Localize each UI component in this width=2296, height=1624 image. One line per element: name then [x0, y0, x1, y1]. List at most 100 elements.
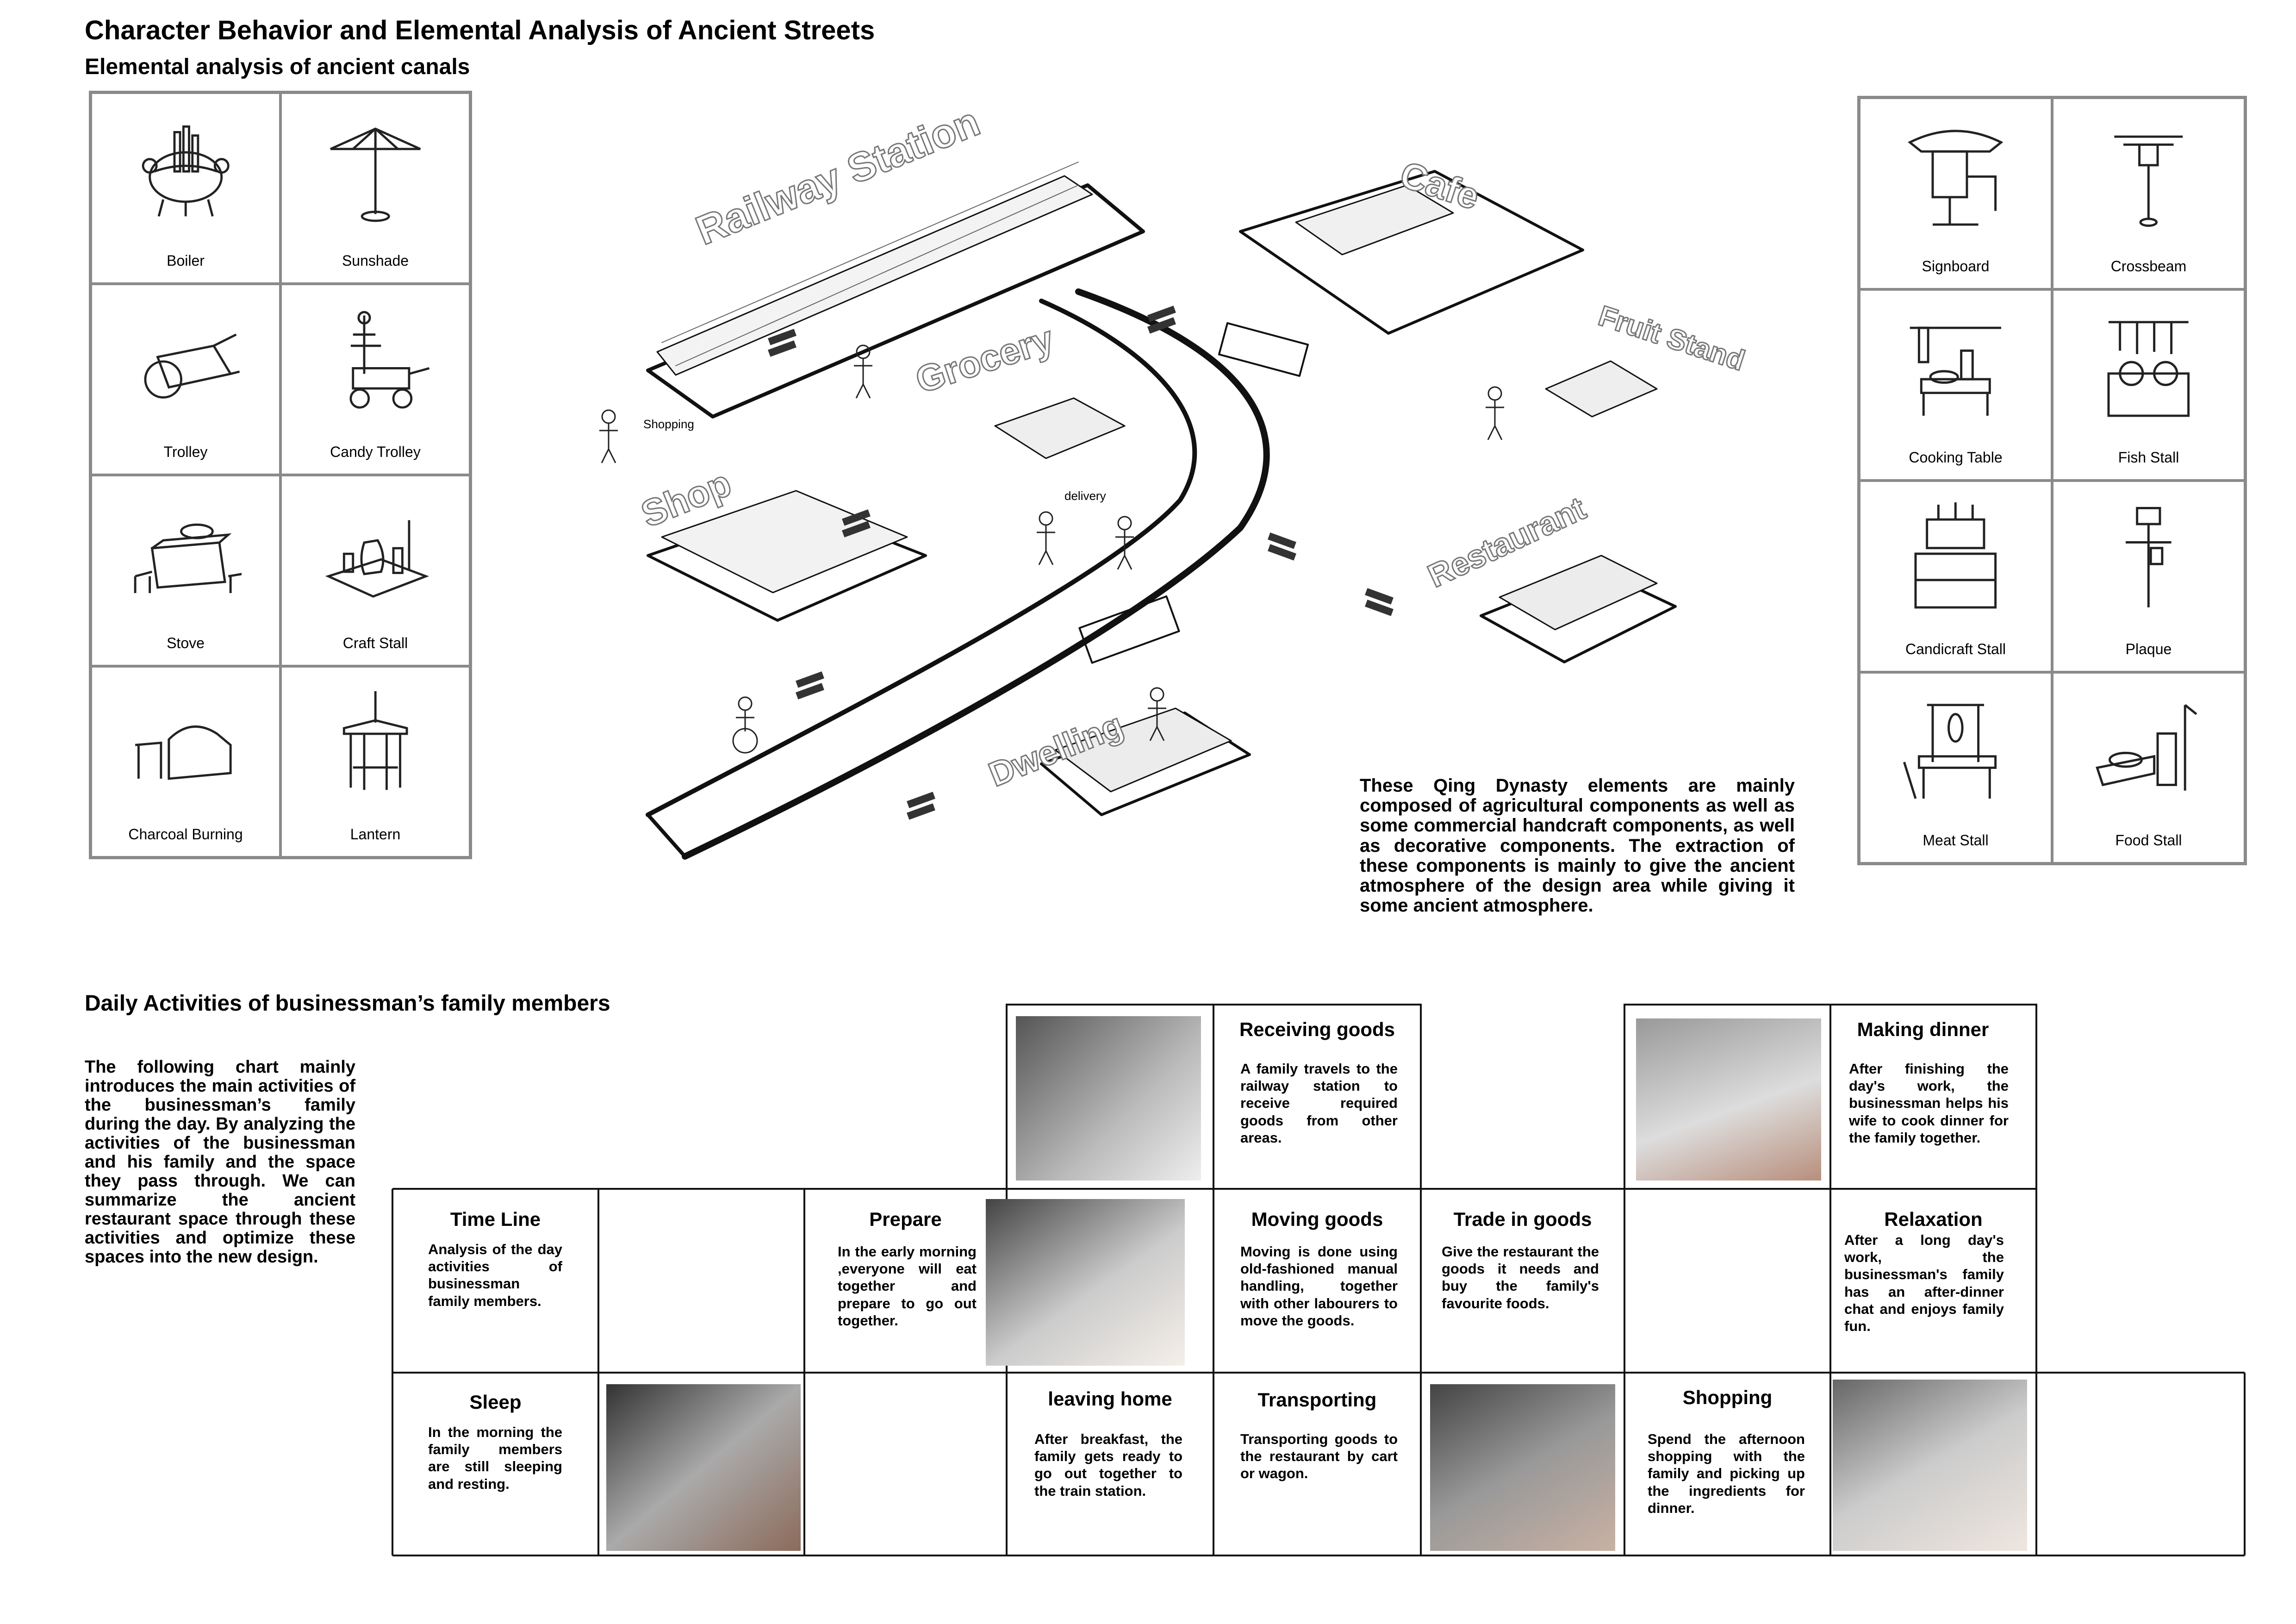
- activity-title-sleep: Sleep: [469, 1391, 522, 1413]
- page-title: Character Behavior and Elemental Analysi…: [85, 15, 875, 45]
- crosswalks: [768, 306, 1394, 820]
- candy-trolley-icon: [349, 311, 429, 409]
- element-cell-food-stall: Food Stall: [2052, 672, 2245, 863]
- element-label: Meat Stall: [1923, 832, 1989, 849]
- street-axonometric-map: Railway Station Cafe Fruit Stand Grocery…: [599, 98, 1749, 860]
- element-label: Cooking Table: [1909, 449, 2003, 466]
- element-label: Lantern: [350, 826, 401, 843]
- shop-building: [661, 490, 908, 593]
- element-label: Fish Stall: [2118, 449, 2179, 466]
- activity-body-moving: Moving is done using old-fashioned manua…: [1240, 1243, 1398, 1329]
- activity-body-shopping: Spend the afternoon shopping with the fa…: [1648, 1431, 1805, 1516]
- element-label: Signboard: [1922, 257, 1990, 275]
- activity-title-moving: Moving goods: [1251, 1208, 1383, 1230]
- lantern-icon: [342, 691, 408, 790]
- activity-title-shopping: Shopping: [1682, 1387, 1773, 1408]
- road-edge: [682, 288, 1270, 860]
- boiler-icon: [142, 125, 230, 217]
- activity-body-sleep: In the morning the family members are st…: [428, 1424, 562, 1492]
- activity-image-sleep: [606, 1384, 801, 1551]
- element-cell-candy-trolley: Candy Trolley: [280, 284, 470, 475]
- activity-title-timeline: Time Line: [450, 1208, 541, 1230]
- left-element-grid: Boiler Sunshade Trolley Candy Trolley St…: [89, 91, 472, 859]
- element-label: Crossbeam: [2110, 257, 2187, 275]
- fruit-stand-building: [1545, 360, 1658, 418]
- activity-title-transporting: Transporting: [1257, 1389, 1377, 1411]
- element-cell-stove: Stove: [91, 475, 280, 666]
- activity-title-relax: Relaxation: [1884, 1208, 1983, 1230]
- activity-image-moving: [986, 1199, 1185, 1366]
- element-cell-fish-stall: Fish Stall: [2052, 289, 2245, 481]
- element-cell-sunshade: Sunshade: [280, 93, 470, 284]
- activity-title-receiving: Receiving goods: [1239, 1018, 1395, 1040]
- activity-body-trade: Give the restaurant the goods it needs a…: [1442, 1243, 1599, 1312]
- cooking-table-icon: [1910, 326, 2002, 416]
- people: [599, 344, 1504, 754]
- element-cell-craft-stall: Craft Stall: [280, 475, 470, 666]
- map-note-shopping: Shopping: [643, 417, 694, 431]
- qing-elements-description: These Qing Dynasty elements are mainly c…: [1360, 775, 1795, 916]
- crossbeam-icon: [2114, 135, 2183, 227]
- daily-activities-title: Daily Activities of businessman’s family…: [85, 991, 610, 1016]
- element-label: Boiler: [167, 252, 205, 269]
- element-cell-cooking-table: Cooking Table: [1859, 289, 2052, 481]
- activity-body-prepare: In the early morning ,everyone will eat …: [838, 1243, 977, 1329]
- stove-icon: [134, 523, 242, 593]
- activity-body-relax: After a long day's work, the businessman…: [1844, 1232, 2004, 1334]
- activity-image-dinner: [1636, 1018, 1821, 1181]
- section-subtitle: Elemental analysis of ancient canals: [85, 55, 470, 79]
- element-label: Candicraft Stall: [1905, 640, 2006, 657]
- element-label: Food Stall: [2115, 832, 2182, 849]
- activity-image-receiving: [1016, 1016, 1201, 1181]
- element-cell-trolley: Trolley: [91, 284, 280, 475]
- restaurant-building: [1499, 555, 1658, 631]
- element-cell-charcoal: Charcoal Burning: [91, 666, 280, 857]
- element-cell-lantern: Lantern: [280, 666, 470, 857]
- fish-stall-icon: [2107, 321, 2190, 417]
- signboard-icon: [1908, 130, 2004, 226]
- candicraft-stall-icon: [1914, 502, 1997, 609]
- sunshade-icon: [330, 127, 421, 222]
- truck-icon: [1078, 595, 1180, 664]
- meat-stall-icon: [1903, 704, 1997, 799]
- right-element-grid: Signboard Crossbeam Cooking Table Fish S…: [1857, 96, 2247, 865]
- activity-image-shopping: [1833, 1380, 2027, 1551]
- activity-body-leaving: After breakfast, the family gets ready t…: [1034, 1431, 1182, 1499]
- activity-title-trade: Trade in goods: [1453, 1208, 1592, 1230]
- activity-body-dinner: After finishing the day's work, the busi…: [1849, 1061, 2009, 1146]
- element-cell-boiler: Boiler: [91, 93, 280, 284]
- daily-activities-intro: The following chart mainly introduces th…: [85, 1057, 355, 1267]
- element-label: Sunshade: [342, 252, 409, 269]
- food-stall-icon: [2096, 704, 2197, 791]
- activity-body-timeline: Analysis of the day activities of busine…: [428, 1241, 562, 1309]
- map-label-grocery: Grocery: [911, 318, 1059, 401]
- element-cell-candicraft-stall: Candicraft Stall: [1859, 481, 2052, 672]
- element-cell-plaque: Plaque: [2052, 481, 2245, 672]
- charcoal-icon: [135, 725, 232, 780]
- element-label: Trolley: [163, 443, 208, 460]
- activity-image-transporting: [1430, 1384, 1615, 1551]
- element-label: Craft Stall: [342, 635, 408, 651]
- activity-body-transporting: Transporting goods to the restaurant by …: [1240, 1431, 1398, 1482]
- trolley-icon: [144, 333, 240, 399]
- element-label: Stove: [167, 635, 205, 651]
- craft-stall-icon: [325, 520, 429, 598]
- cafe-plaza: [1239, 170, 1584, 335]
- activity-title-prepare: Prepare: [869, 1208, 942, 1230]
- element-label: Plaque: [2125, 640, 2172, 657]
- plaque-icon: [2126, 506, 2172, 607]
- activity-title-dinner: Making dinner: [1857, 1018, 1989, 1040]
- element-label: Charcoal Burning: [128, 826, 243, 843]
- map-note-delivery: delivery: [1064, 489, 1106, 503]
- activity-title-leaving: leaving home: [1048, 1388, 1172, 1410]
- element-cell-signboard: Signboard: [1859, 98, 2052, 289]
- grocery-stall: [994, 397, 1126, 459]
- cafe-building: [1295, 184, 1454, 256]
- truck-icon: [1218, 322, 1309, 377]
- activity-body-receiving: A family travels to the railway station …: [1240, 1061, 1398, 1146]
- road-edge: [646, 299, 1197, 817]
- element-label: Candy Trolley: [330, 443, 421, 460]
- dwelling-building: [1054, 707, 1232, 793]
- element-cell-crossbeam: Crossbeam: [2052, 98, 2245, 289]
- element-cell-meat-stall: Meat Stall: [1859, 672, 2052, 863]
